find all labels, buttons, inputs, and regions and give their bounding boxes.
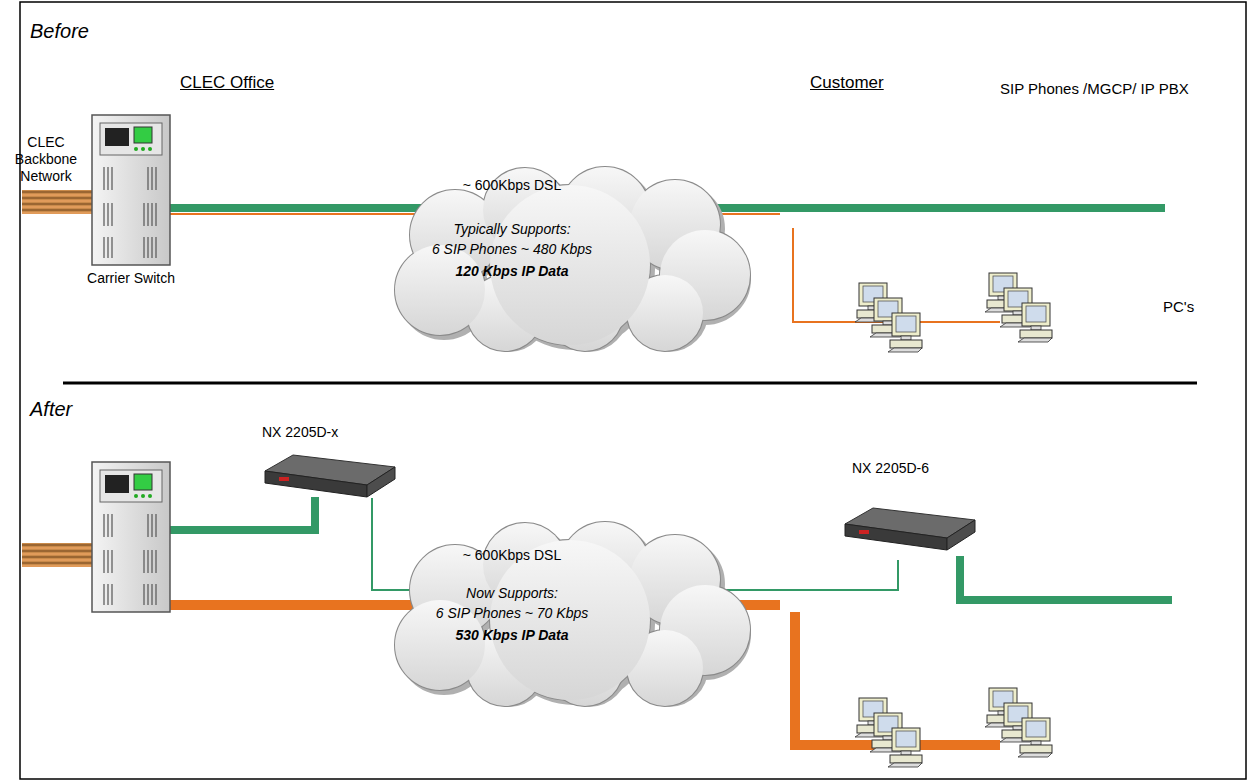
part-label: PC's: [1163, 298, 1194, 316]
section-heading: Before: [30, 20, 89, 43]
cloud-text: ~ 600Kbps DSL: [463, 177, 561, 194]
divider: [63, 382, 1197, 385]
dsl-cloud: ~ 600Kbps DSL Now Supports: 6 SIP Phones ~…: [385, 520, 755, 710]
carrier-switch-icon: [92, 462, 170, 612]
backbone-cable: [22, 543, 96, 567]
voice-line: [960, 556, 1172, 600]
column-heading: CLEC Office: [180, 73, 274, 93]
cloud-layer: [395, 522, 750, 706]
section-heading: After: [30, 398, 72, 421]
part-label: SIP Phones /MGCP/ IP PBX: [1000, 80, 1189, 98]
dsl-cloud: ~ 600Kbps DSL Typically Supports: 6 SIP Ph…: [385, 165, 755, 355]
nx-device-icon: [845, 508, 975, 550]
frame: [20, 2, 1246, 779]
cloud-text: ~ 600Kbps DSL: [463, 547, 561, 564]
cloud-text: Typically Supports:: [453, 221, 570, 238]
part-label: Carrier Switch: [81, 270, 181, 287]
part-label: NX 2205D-6: [852, 460, 929, 477]
backbone-cable: [22, 190, 96, 214]
pc-icon: [888, 728, 922, 767]
cloud-shape: [385, 165, 755, 355]
cloud-text: 6 SIP Phones ~ 70 Kbps: [436, 605, 588, 622]
pc-icon: [1018, 303, 1052, 342]
column-heading: Customer: [810, 73, 884, 93]
pc-icon: [1018, 718, 1052, 757]
cloud-layer: [395, 167, 750, 351]
nx-device-icon: [265, 455, 395, 497]
cloud-layer: [395, 167, 750, 351]
part-label: CLEC Backbone Network: [8, 134, 84, 185]
cloud-puff: [395, 245, 485, 335]
part-label: NX 2205D-x: [262, 424, 338, 441]
voice-line: [170, 497, 315, 530]
cloud-text: 120 Kbps IP Data: [455, 263, 568, 280]
cloud-text: 6 SIP Phones ~ 480 Kbps: [432, 241, 592, 258]
cloud-text: 530 Kbps IP Data: [455, 627, 568, 644]
carrier-switch-icon: [92, 115, 170, 265]
cloud-text: Now Supports:: [466, 585, 558, 602]
cloud-layer: [395, 522, 750, 706]
cloud-puff: [395, 245, 485, 335]
pc-icon: [888, 313, 922, 352]
